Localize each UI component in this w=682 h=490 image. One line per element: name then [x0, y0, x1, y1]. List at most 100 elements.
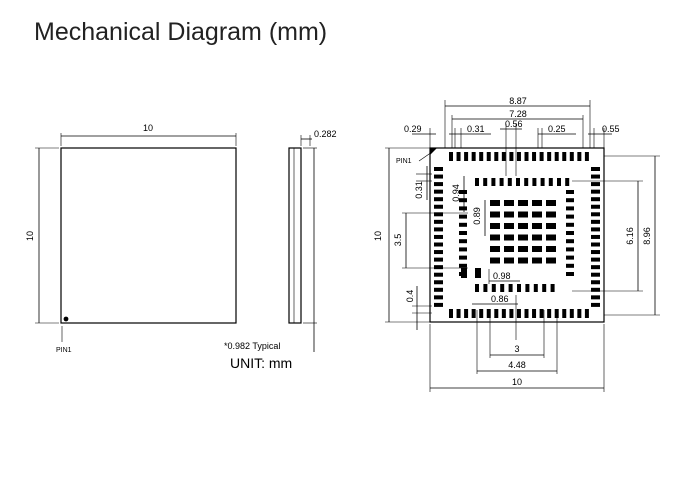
bottom-view-dim-10-left: 10 — [373, 231, 383, 241]
bottom-view-dim-094: 0.94 — [451, 184, 461, 202]
pad — [499, 178, 504, 186]
pad — [517, 284, 521, 292]
unit-label: UNIT: mm — [230, 355, 292, 371]
pad — [547, 309, 552, 318]
pad — [494, 309, 499, 318]
pad — [494, 152, 499, 161]
pad — [491, 178, 496, 186]
pad — [566, 222, 574, 227]
bottom-view-dim-089: 0.89 — [472, 207, 482, 225]
pad — [557, 178, 561, 186]
bottom-view-dim-896: 8.96 — [642, 227, 652, 245]
pad — [584, 152, 589, 161]
top-view-body — [60, 147, 237, 324]
pad — [518, 200, 528, 206]
side-view: 0.282 *0.982 Typical UNIT: mm — [224, 129, 337, 371]
pad — [591, 212, 600, 217]
pad — [546, 211, 556, 218]
pad — [434, 189, 443, 194]
pad — [434, 295, 443, 300]
pad — [532, 257, 542, 264]
pad — [475, 284, 479, 292]
pad — [479, 152, 484, 161]
bottom-view-dim-04: 0.4 — [405, 290, 415, 303]
pin1-corner-marker — [430, 148, 437, 155]
pad — [449, 152, 453, 161]
pad — [490, 234, 500, 241]
pad — [591, 302, 600, 307]
pad — [434, 242, 443, 247]
pad — [546, 234, 556, 241]
pad — [471, 309, 476, 318]
pad — [566, 198, 574, 203]
bottom-view-dim-728: 7.28 — [509, 109, 527, 119]
pad — [504, 234, 514, 241]
pad — [546, 223, 556, 229]
page-title: Mechanical Diagram (mm) — [34, 18, 328, 46]
pad — [449, 309, 453, 318]
pad — [577, 309, 582, 318]
pad — [524, 152, 529, 161]
pad — [459, 239, 467, 244]
bottom-view-dim-887: 8.87 — [509, 96, 527, 106]
bottom-view-dim-031-top: 0.31 — [467, 124, 485, 134]
pad — [459, 206, 467, 211]
pad — [591, 227, 600, 232]
bottom-view-pin1-label: PIN1 — [396, 158, 412, 165]
pad — [434, 257, 443, 262]
side-view-typical-note: *0.982 Typical — [224, 341, 280, 351]
pad — [459, 255, 467, 260]
pad — [550, 284, 555, 292]
bottom-view-dim-10-bottom: 10 — [512, 377, 522, 387]
bottom-view-dim-3: 3 — [514, 344, 519, 354]
pad — [434, 219, 443, 224]
pad — [464, 309, 469, 318]
pad — [504, 257, 514, 264]
pad — [434, 265, 443, 270]
pad — [471, 152, 476, 161]
pad — [591, 265, 600, 270]
pad — [518, 211, 528, 218]
pad — [507, 178, 512, 186]
pad — [483, 178, 488, 186]
pad — [591, 250, 600, 255]
pad — [591, 242, 600, 247]
pad — [516, 152, 521, 161]
pad — [533, 284, 538, 292]
pad — [459, 231, 467, 235]
pad — [434, 227, 443, 232]
pad — [490, 211, 500, 218]
pad — [461, 268, 467, 278]
pin1-marker-dot — [63, 316, 69, 322]
pad — [509, 309, 514, 318]
pad — [591, 287, 600, 292]
pad — [532, 211, 542, 218]
pad — [566, 206, 574, 211]
pad — [566, 190, 574, 194]
pad — [434, 280, 443, 285]
pad — [501, 152, 506, 161]
pad — [591, 234, 600, 239]
pad — [539, 309, 544, 318]
pad — [548, 178, 553, 186]
side-view-thickness-label: 0.282 — [314, 129, 337, 139]
pad — [562, 152, 567, 161]
pad — [542, 284, 547, 292]
pad — [459, 198, 467, 203]
pad — [532, 223, 542, 229]
pad — [566, 239, 574, 244]
pad — [504, 223, 514, 229]
pad — [569, 152, 574, 161]
pad — [569, 309, 574, 318]
pad — [456, 152, 461, 161]
pad — [532, 309, 537, 318]
pad — [532, 178, 537, 186]
pad — [490, 257, 500, 264]
pad — [591, 204, 600, 209]
pad — [554, 152, 559, 161]
pad — [504, 200, 514, 206]
pad — [486, 152, 491, 161]
pad — [591, 182, 600, 187]
pad — [516, 178, 520, 186]
